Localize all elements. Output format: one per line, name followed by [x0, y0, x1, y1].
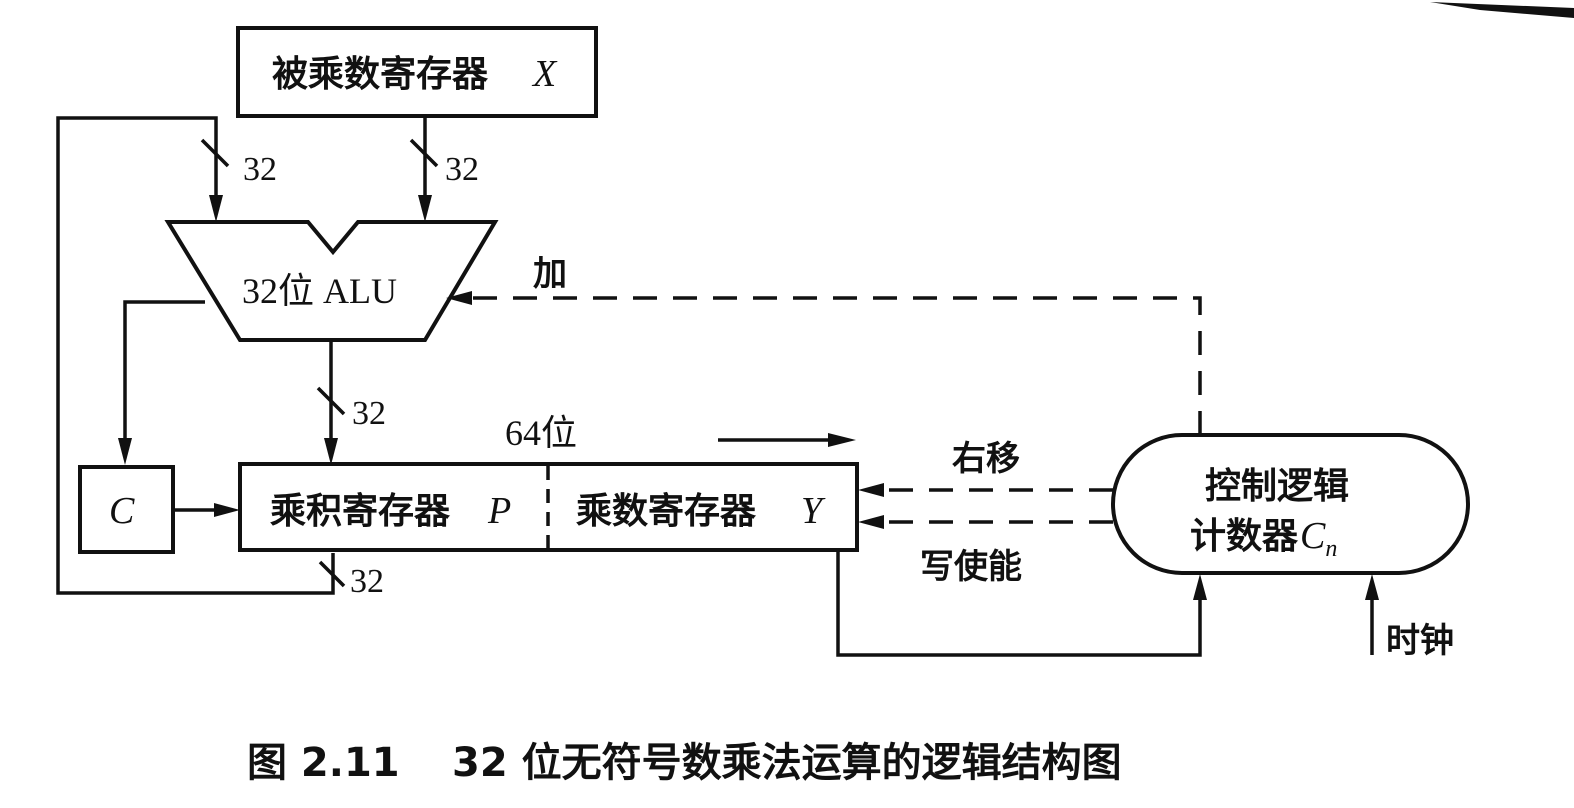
- clock-label: 时钟: [1386, 621, 1454, 661]
- clock-input: 时钟: [1365, 574, 1454, 661]
- product-multiplier-register: 乘积寄存器 P 乘数寄存器 Y: [238, 462, 859, 552]
- register-width-label: 64位: [505, 413, 577, 453]
- control-logic-counter: 控制逻辑 计数器 Cn: [1111, 433, 1470, 575]
- shift-right-label: 右移: [952, 439, 1020, 479]
- shift-direction-arrow: [718, 433, 856, 447]
- bus-width-label: 32: [445, 151, 479, 188]
- scan-artifact: [1430, 2, 1574, 18]
- caption-number: 图 2.11: [247, 740, 400, 786]
- carry-register-c: C: [78, 465, 175, 554]
- bus-width-label: 32: [352, 395, 386, 432]
- add-signal-label: 加: [533, 254, 567, 294]
- multiplicand-register-symbol: X: [531, 53, 558, 95]
- write-enable-label: 写使能: [920, 547, 1022, 587]
- bus-y-to-control: [836, 550, 1207, 657]
- bus-width-slash: [318, 560, 346, 588]
- caption-text: 32 位无符号数乘法运算的逻辑结构图: [452, 740, 1122, 786]
- control-logic-label: 控制逻辑: [1205, 466, 1349, 507]
- product-register-symbol: P: [487, 490, 511, 532]
- multiplier-register-label: 乘数寄存器: [576, 491, 757, 532]
- multiplier-register-symbol: Y: [801, 490, 826, 532]
- bus-alu-to-product: 32: [316, 340, 386, 465]
- signal-write-enable: 写使能: [858, 515, 1113, 587]
- bus-x-to-alu: 32: [409, 116, 479, 222]
- bus-width-slash: [200, 138, 230, 168]
- bus-p-feedback-to-alu: 32 32: [56, 116, 384, 600]
- bus-alu-to-carry: [118, 300, 205, 465]
- alu-label: 32位 ALU: [242, 271, 397, 311]
- multiplicand-register-label: 被乘数寄存器: [272, 54, 489, 95]
- product-register-label: 乘积寄存器: [270, 491, 451, 532]
- signal-shift-right: 右移: [858, 439, 1113, 497]
- bus-width-slash: [316, 386, 346, 416]
- figure-caption: 图 2.11 32 位无符号数乘法运算的逻辑结构图: [247, 740, 1122, 786]
- alu-32bit: 32位 ALU: [164, 220, 499, 342]
- counter-symbol: Cn: [1300, 515, 1337, 562]
- bus-width-slash: [409, 138, 439, 168]
- bus-width-label: 32: [243, 151, 277, 188]
- multiplicand-register-x: 被乘数寄存器 X: [236, 26, 598, 118]
- counter-label: 计数器: [1190, 516, 1299, 557]
- signal-add: 加: [446, 254, 1202, 435]
- bus-width-label: 32: [350, 563, 384, 600]
- bus-carry-to-product: [173, 503, 240, 517]
- carry-register-symbol: C: [109, 490, 135, 532]
